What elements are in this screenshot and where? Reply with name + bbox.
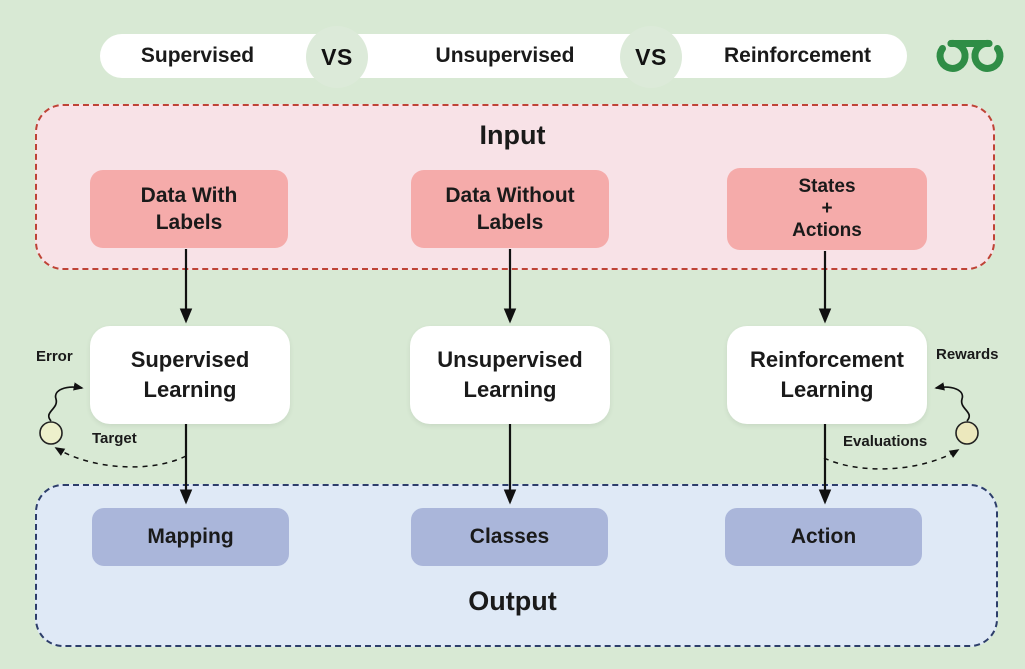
vs-badge-2: VS [620, 26, 682, 88]
output-section-title: Output [468, 586, 557, 616]
rewards-label: Rewards [936, 346, 999, 363]
process-box-label: Supervised Learning [130, 347, 250, 402]
left-feedback-node [39, 421, 63, 445]
process-box-reinforcement-learning: Reinforcement Learning [727, 326, 927, 424]
vs-label: VS [635, 43, 667, 70]
input-box-states-actions: States + Actions [727, 168, 927, 250]
error-feedback-arrow [47, 382, 84, 422]
right-feedback-node [955, 421, 979, 445]
process-box-label: Unsupervised Learning [437, 347, 583, 402]
output-box-classes: Classes [411, 508, 608, 566]
input-box-label: Data Without Labels [445, 184, 575, 234]
header-item-reinforcement: Reinforcement [723, 44, 872, 67]
target-feedback-dashed-arrow [54, 447, 187, 468]
process-box-label: Reinforcement Learning [749, 347, 905, 402]
input-box-label: States + Actions [792, 176, 862, 241]
geeksforgeeks-logo-icon [936, 39, 1004, 72]
header-versus-bar [100, 34, 907, 78]
header-item-unsupervised: Unsupervised [435, 44, 575, 67]
input-box-data-without-labels: Data Without Labels [411, 170, 609, 248]
output-box-label: Action [790, 525, 857, 548]
header-item-supervised: Supervised [140, 44, 255, 67]
vs-label: VS [321, 43, 353, 70]
process-box-unsupervised-learning: Unsupervised Learning [410, 326, 610, 424]
output-box-action: Action [725, 508, 922, 566]
input-box-label: Data With Labels [140, 184, 238, 234]
output-box-label: Mapping [147, 525, 234, 548]
evaluations-label: Evaluations [843, 433, 928, 450]
input-section-title: Input [479, 120, 546, 150]
output-box-label: Classes [469, 525, 550, 548]
vs-badge-1: VS [306, 26, 368, 88]
target-label: Target [92, 430, 137, 447]
output-box-mapping: Mapping [92, 508, 289, 566]
input-box-data-with-labels: Data With Labels [90, 170, 288, 248]
process-box-supervised-learning: Supervised Learning [90, 326, 290, 424]
error-label: Error [36, 348, 73, 365]
evaluations-feedback-dashed-arrow [823, 449, 960, 470]
rewards-feedback-arrow [934, 382, 971, 422]
